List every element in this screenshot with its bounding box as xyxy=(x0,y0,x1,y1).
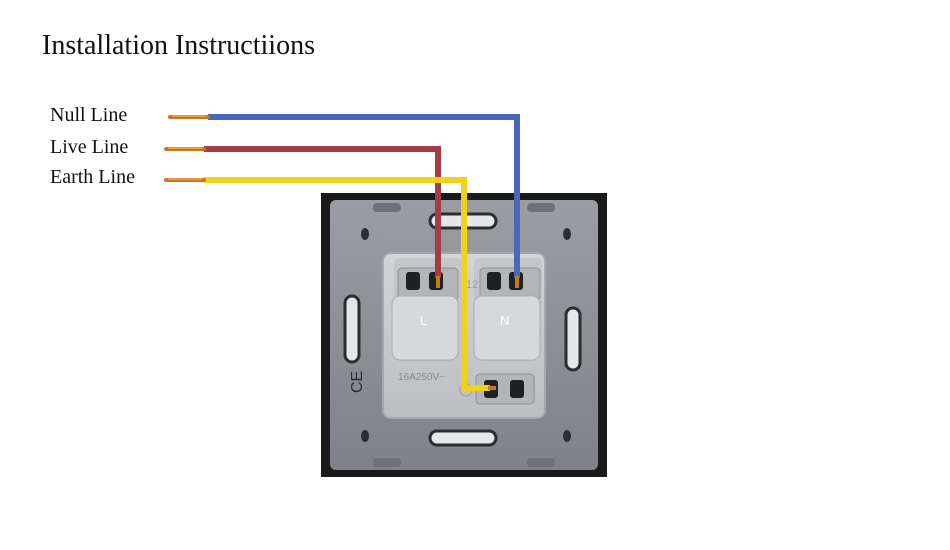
live-line-label: Live Line xyxy=(50,136,129,158)
plate-hole xyxy=(361,228,369,240)
page-title: Installation Instructiions xyxy=(42,30,315,61)
live-terminal-label: L xyxy=(420,313,427,328)
model-code: 12 xyxy=(466,279,478,291)
null-wire xyxy=(208,114,520,278)
earth-line-label: Earth Line xyxy=(50,166,135,188)
plate-tab xyxy=(373,203,401,212)
rating-label: 16A250V~ xyxy=(398,372,445,383)
plate-tab xyxy=(373,458,401,467)
live-terminal-cover xyxy=(391,295,459,361)
null-line-label: Null Line xyxy=(50,104,128,126)
mounting-slot xyxy=(343,294,361,364)
ce-mark: CE xyxy=(349,371,366,393)
earth-wire xyxy=(204,177,490,391)
neutral-terminal-cover xyxy=(473,295,541,361)
plate-tab xyxy=(527,458,555,467)
neutral-terminal-label: N xyxy=(500,313,509,328)
mounting-slot xyxy=(564,306,582,372)
plate-hole xyxy=(361,430,369,442)
live-wire xyxy=(204,146,441,278)
plate-hole xyxy=(563,228,571,240)
plate-hole xyxy=(563,430,571,442)
terminal-hole xyxy=(510,380,524,398)
plate-tab xyxy=(527,203,555,212)
terminal-hole xyxy=(487,272,501,290)
wires xyxy=(164,114,520,391)
terminal-hole xyxy=(406,272,420,290)
mounting-slot xyxy=(428,429,498,447)
